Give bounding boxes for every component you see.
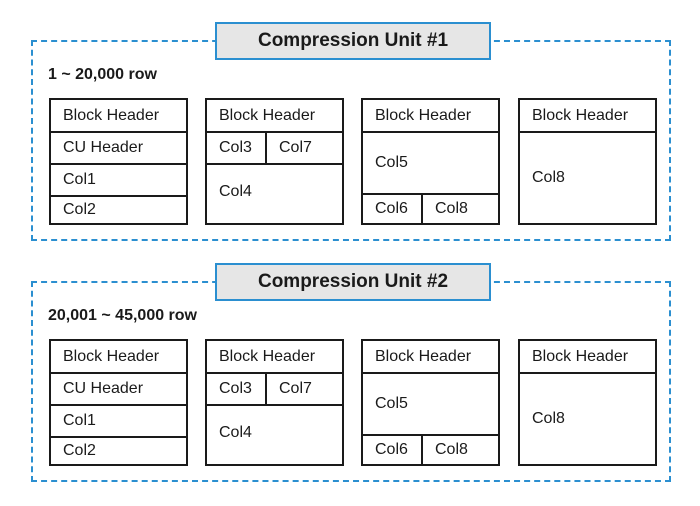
col2-cell: Col2 [51,436,186,464]
col4-cell: Col4 [207,163,342,223]
col6-cell: Col6 [363,434,421,464]
block-header: Block Header [219,347,316,365]
block-header: Block Header [532,106,629,124]
block-col8: Block Header Col8 [518,339,657,466]
col2-cell: Col2 [51,195,186,223]
col8-cell: Col8 [421,434,498,464]
col7-cell: Col7 [265,131,342,163]
col8-cell: Col8 [520,131,655,223]
block-header: Block Header [63,347,160,365]
cu-header-cell: CU Header [51,131,186,163]
col3-cell: Col3 [207,131,265,163]
col5-cell: Col5 [363,372,498,434]
col6-cell: Col6 [363,193,421,223]
col5-cell: Col5 [363,131,498,193]
col1-cell: Col1 [51,404,186,436]
block-header: Block Header [375,347,472,365]
block-header: Block Header [532,347,629,365]
compression-unit-1: Compression Unit #1 1 ~ 20,000 row Block… [31,22,671,241]
col3-cell: Col3 [207,372,265,404]
cu-header-cell: CU Header [51,372,186,404]
row-range-label: 20,001 ~ 45,000 row [48,307,197,324]
unit-title: Compression Unit #2 [215,263,491,301]
block-col3-col7-col4: Block Header Col3 Col7 Col4 [205,98,344,225]
col8-cell: Col8 [421,193,498,223]
block-col5-col6-col8: Block Header Col5 Col6 Col8 [361,339,500,466]
col8-cell: Col8 [520,372,655,464]
block-header: Block Header [63,106,160,124]
block-col8: Block Header Col8 [518,98,657,225]
unit-title: Compression Unit #1 [215,22,491,60]
block-cu-header: Block Header CU Header Col1 Col2 [49,98,188,225]
compression-unit-2: Compression Unit #2 20,001 ~ 45,000 row … [31,263,671,482]
col1-cell: Col1 [51,163,186,195]
col4-cell: Col4 [207,404,342,464]
block-cu-header: Block Header CU Header Col1 Col2 [49,339,188,466]
block-header: Block Header [219,106,316,124]
row-range-label: 1 ~ 20,000 row [48,66,157,83]
col7-cell: Col7 [265,372,342,404]
block-header: Block Header [375,106,472,124]
block-col3-col7-col4: Block Header Col3 Col7 Col4 [205,339,344,466]
block-col5-col6-col8: Block Header Col5 Col6 Col8 [361,98,500,225]
